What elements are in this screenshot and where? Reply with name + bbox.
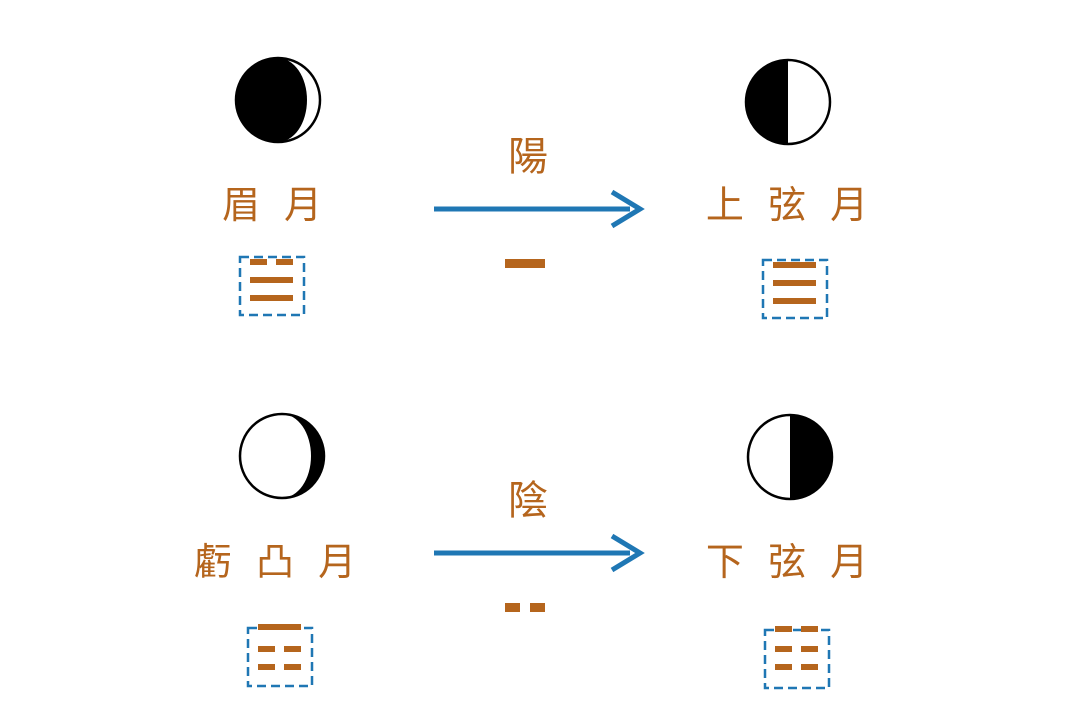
first-quarter-moon-icon: [744, 58, 832, 146]
trigram-lines: [258, 624, 301, 670]
trigram-icon: [238, 255, 306, 317]
transition-arrow-2: 陰: [434, 478, 645, 612]
arrow-label-yang: 陽: [508, 134, 548, 180]
trigram-icon: [761, 258, 829, 320]
trigram-frame: [763, 628, 831, 690]
trigram-lines: [773, 262, 816, 304]
trigram-icon: [246, 624, 314, 688]
trigram-lines: [775, 626, 818, 670]
last-quarter-moon-icon: [746, 413, 834, 501]
phase-from-1: 眉 月: [222, 56, 328, 317]
trigram-frame: [238, 255, 306, 317]
phase-name-crescent: 眉 月: [222, 183, 328, 227]
phase-row-2: 虧 凸 月 陰: [194, 412, 874, 690]
arrow-label-yin: 陰: [508, 478, 548, 524]
trigram-icon: [763, 626, 831, 690]
phase-to-2: 下 弦 月: [706, 413, 874, 690]
trigram-lines: [250, 259, 293, 301]
phase-name-last-quarter: 下 弦 月: [706, 540, 874, 584]
phase-from-2: 虧 凸 月: [194, 412, 362, 688]
phase-name-first-quarter: 上 弦 月: [706, 183, 874, 227]
transition-arrow-1: 陽: [434, 134, 645, 268]
waning-gibbous-moon-icon: [238, 412, 326, 500]
waxing-crescent-moon-icon: [234, 56, 322, 144]
trigram-frame: [246, 626, 314, 688]
phase-to-1: 上 弦 月: [706, 58, 874, 320]
change-line-broken: [505, 603, 545, 612]
phase-name-gibbous: 虧 凸 月: [194, 540, 362, 584]
change-line-solid: [505, 259, 545, 268]
phase-row-1: 眉 月 陽 上 弦 月: [222, 56, 874, 320]
trigram-frame: [761, 258, 829, 320]
